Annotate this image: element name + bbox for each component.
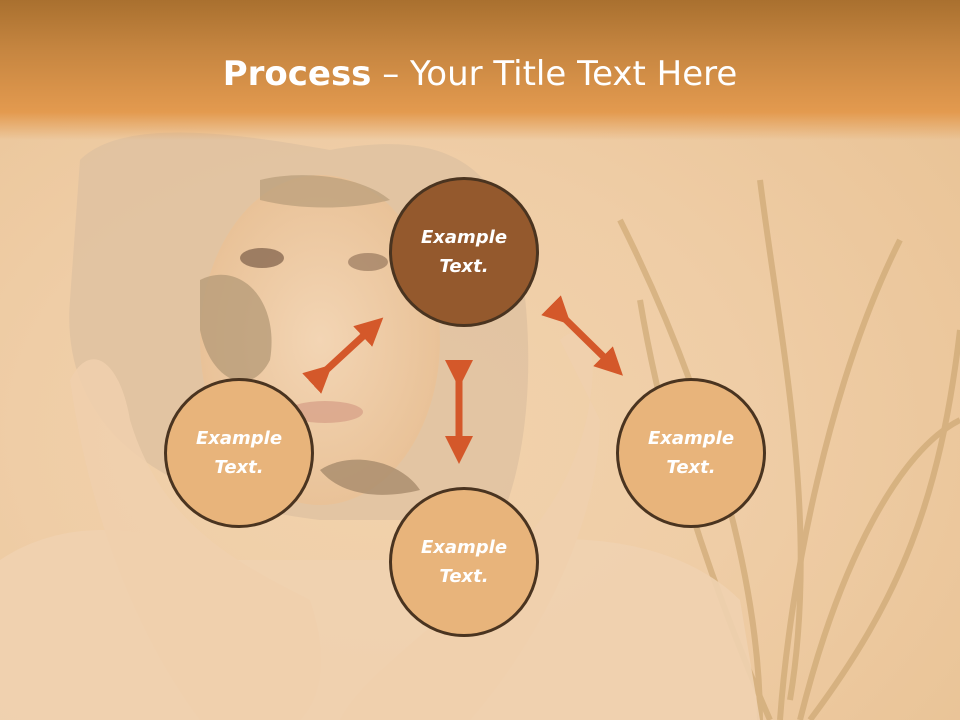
node-text-line1: Example <box>647 428 735 449</box>
slide-title: Process – Your Title Text Here <box>0 52 960 96</box>
node-text-line2: Text. <box>214 457 264 478</box>
right-hand <box>340 332 600 720</box>
node-text-line2: Text. <box>439 566 489 587</box>
left-hand <box>70 359 321 720</box>
node-text-line1: Example <box>195 428 283 449</box>
node-text-line1: Example <box>420 227 508 248</box>
title-rest: – Your Title Text Here <box>371 54 738 94</box>
title-bold: Process <box>222 54 372 94</box>
node-text-line2: Text. <box>439 256 489 277</box>
header-band <box>0 0 960 140</box>
node-text-line2: Text. <box>666 457 716 478</box>
node-text-line1: Example <box>420 537 508 558</box>
